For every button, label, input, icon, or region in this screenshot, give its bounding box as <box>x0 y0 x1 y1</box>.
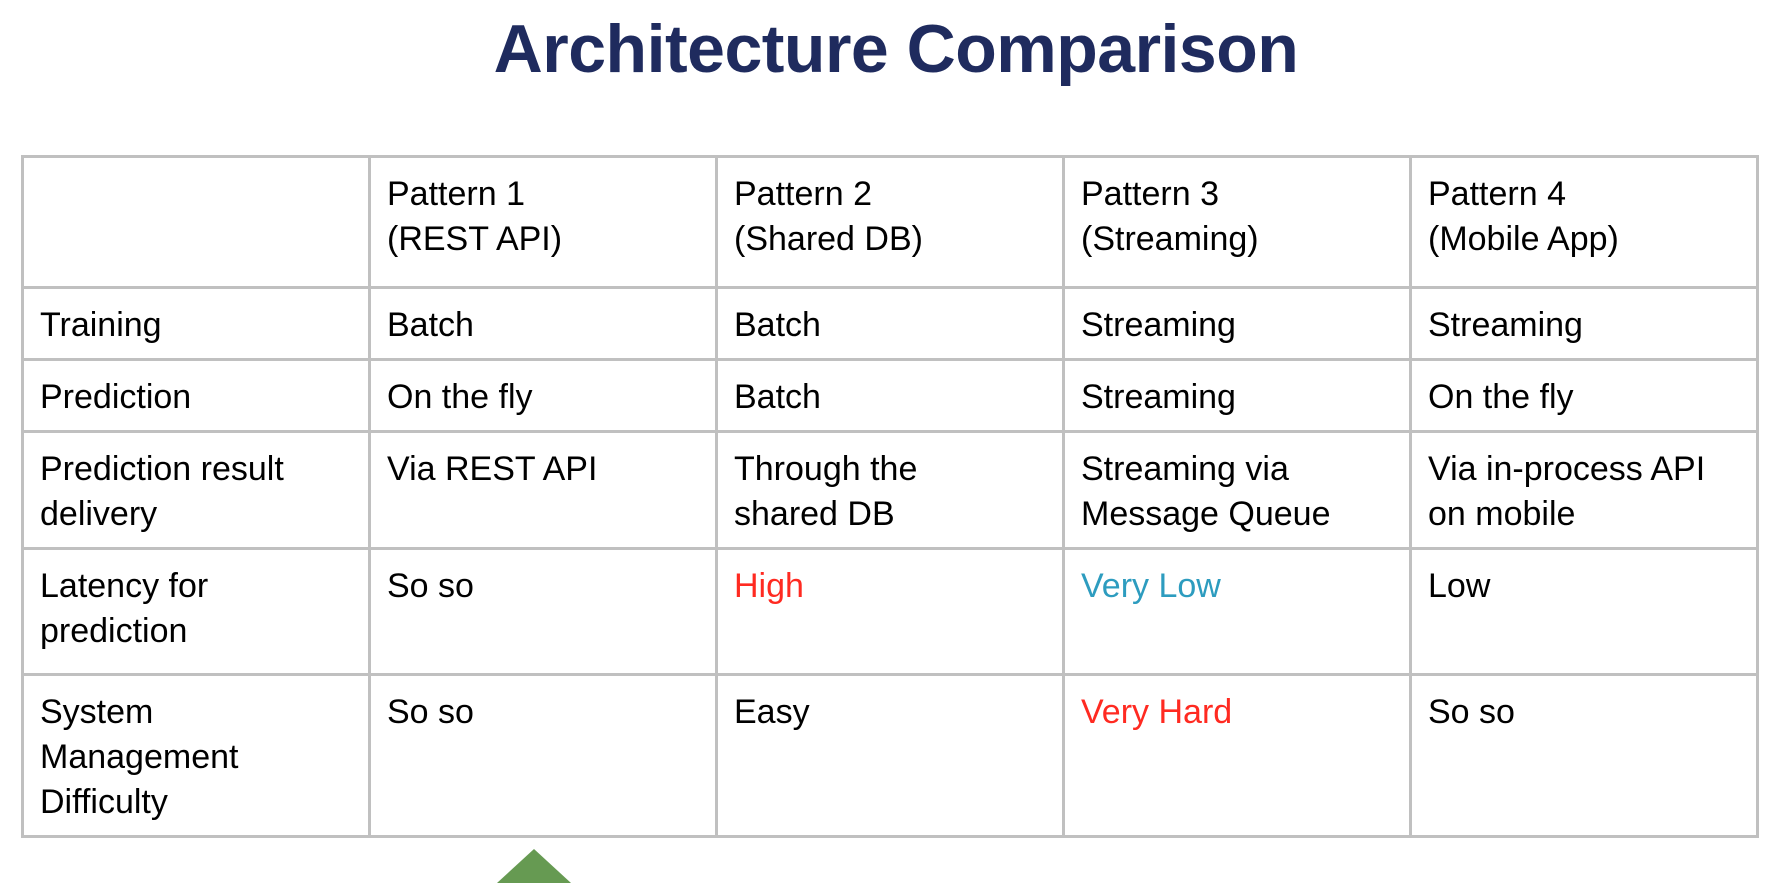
row-label-line-2: prediction <box>40 612 188 650</box>
cell-prediction-pattern-1: On the fly <box>368 358 718 433</box>
cell-line-2: Message Queue <box>1081 495 1331 533</box>
cell-prediction-pattern-3: Streaming <box>1062 358 1412 433</box>
cell-line-1: Via in-process API <box>1428 450 1706 488</box>
cell-line-1: So so <box>1428 693 1515 731</box>
table-header-pattern-1: Pattern 1 (REST API) <box>368 155 718 289</box>
cell-delivery-pattern-3: Streaming via Message Queue <box>1062 430 1412 550</box>
table-header-pattern-4: Pattern 4 (Mobile App) <box>1409 155 1759 289</box>
cell-latency-pattern-3: Very Low <box>1062 547 1412 676</box>
cell-line-1: Very Low <box>1081 567 1221 605</box>
cell-line-2: on mobile <box>1428 495 1576 533</box>
table-header-row: Pattern 1 (REST API) Pattern 2 (Shared D… <box>21 155 1759 289</box>
header-line-1: Pattern 3 <box>1081 175 1219 213</box>
table-row: Training Batch Batch Streaming Streaming <box>21 286 1759 361</box>
header-line-2: (Mobile App) <box>1428 220 1619 258</box>
cell-line-1: So so <box>387 693 474 731</box>
row-label-line-3: Difficulty <box>40 783 168 821</box>
cell-line-1: Via REST API <box>387 450 598 488</box>
slide-canvas: Architecture Comparison Pattern 1 (REST … <box>21 11 1759 883</box>
cell-line-1: Streaming <box>1428 306 1583 344</box>
cell-line-1: Through the <box>734 450 918 488</box>
row-label-prediction-result-delivery: Prediction result delivery <box>21 430 371 550</box>
row-label-prediction: Prediction <box>21 358 371 433</box>
cell-delivery-pattern-1: Via REST API <box>368 430 718 550</box>
cell-difficulty-pattern-1: So so <box>368 673 718 838</box>
table-header-corner-blank <box>21 155 371 289</box>
architecture-comparison-table: Pattern 1 (REST API) Pattern 2 (Shared D… <box>21 155 1759 838</box>
cell-difficulty-pattern-2: Easy <box>715 673 1065 838</box>
table-header-pattern-3: Pattern 3 (Streaming) <box>1062 155 1412 289</box>
header-line-1: Pattern 1 <box>387 175 525 213</box>
header-line-1: Pattern 4 <box>1428 175 1566 213</box>
cell-training-pattern-1: Batch <box>368 286 718 361</box>
cell-line-1: Easy <box>734 693 810 731</box>
header-line-2: (Streaming) <box>1081 220 1259 258</box>
header-line-2: (REST API) <box>387 220 563 258</box>
row-label-line-1: Training <box>40 306 162 344</box>
green-chevron-icon <box>497 849 571 889</box>
row-label-line-1: Prediction <box>40 378 192 416</box>
cell-prediction-pattern-2: Batch <box>715 358 1065 433</box>
row-label-line-1: System <box>40 693 154 731</box>
row-label-line-1: Prediction result <box>40 450 284 488</box>
cell-line-1: High <box>734 567 804 605</box>
cell-line-1: Streaming <box>1081 378 1236 416</box>
row-label-line-2: Management <box>40 738 239 776</box>
cell-line-2: shared DB <box>734 495 895 533</box>
cell-line-1: Batch <box>734 306 821 344</box>
cell-latency-pattern-1: So so <box>368 547 718 676</box>
row-label-latency-for-prediction: Latency for prediction <box>21 547 371 676</box>
cell-latency-pattern-2: High <box>715 547 1065 676</box>
cell-line-1: Streaming via <box>1081 450 1289 488</box>
table-header-pattern-2: Pattern 2 (Shared DB) <box>715 155 1065 289</box>
row-label-line-2: delivery <box>40 495 158 533</box>
cell-delivery-pattern-4: Via in-process API on mobile <box>1409 430 1759 550</box>
table-row: Prediction result delivery Via REST API … <box>21 430 1759 550</box>
row-label-system-management-difficulty: System Management Difficulty <box>21 673 371 838</box>
cell-latency-pattern-4: Low <box>1409 547 1759 676</box>
cell-difficulty-pattern-3: Very Hard <box>1062 673 1412 838</box>
cell-line-1: Very Hard <box>1081 693 1233 731</box>
cell-line-1: So so <box>387 567 474 605</box>
cell-training-pattern-4: Streaming <box>1409 286 1759 361</box>
table-row: Prediction On the fly Batch Streaming On… <box>21 358 1759 433</box>
cell-delivery-pattern-2: Through the shared DB <box>715 430 1065 550</box>
header-line-2: (Shared DB) <box>734 220 923 258</box>
header-line-1: Pattern 2 <box>734 175 872 213</box>
row-label-line-1: Latency for <box>40 567 209 605</box>
cell-line-1: On the fly <box>387 378 533 416</box>
cell-line-1: Batch <box>734 378 821 416</box>
cell-line-1: On the fly <box>1428 378 1574 416</box>
cell-line-1: Streaming <box>1081 306 1236 344</box>
cell-prediction-pattern-4: On the fly <box>1409 358 1759 433</box>
table-row: Latency for prediction So so High Very L… <box>21 547 1759 676</box>
page-title: Architecture Comparison <box>493 11 1299 87</box>
cell-difficulty-pattern-4: So so <box>1409 673 1759 838</box>
row-label-training: Training <box>21 286 371 361</box>
cell-line-1: Low <box>1428 567 1491 605</box>
cell-training-pattern-3: Streaming <box>1062 286 1412 361</box>
cell-training-pattern-2: Batch <box>715 286 1065 361</box>
cell-line-1: Batch <box>387 306 474 344</box>
table-row: System Management Difficulty So so Easy … <box>21 673 1759 838</box>
